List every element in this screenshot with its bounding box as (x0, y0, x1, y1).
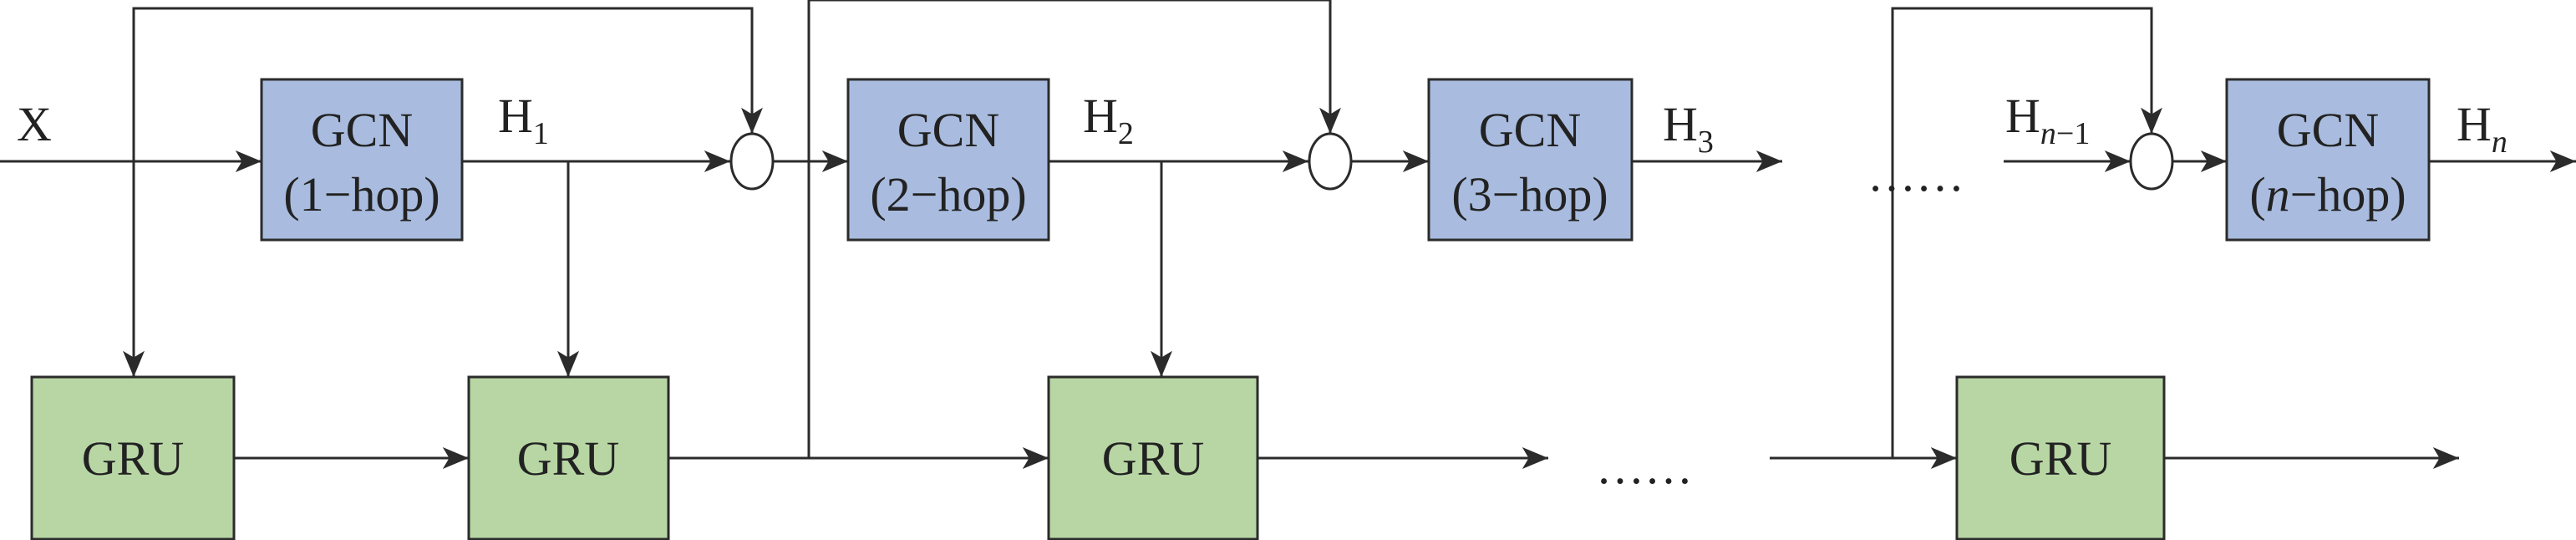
gcn-hop: (n−hop) (2249, 167, 2406, 222)
ellipsis-top: …… (1867, 147, 1964, 201)
connectors (0, 0, 2576, 469)
gcn-title: GCN (897, 103, 999, 157)
ellipsis-bottom: …… (1596, 440, 1693, 494)
edge-gru2-skip-to-circle2 (807, 0, 1341, 458)
gcn-hop: (2−hop) (870, 167, 1026, 222)
gru-title: GRU (2009, 431, 2111, 486)
gru-title: GRU (82, 431, 184, 486)
edge-x-skip-to-circle1 (132, 7, 763, 161)
gcn-block-3: GCN (3−hop) (1427, 78, 1633, 242)
gcn-block-1: GCN (1−hop) (260, 78, 464, 242)
gcn-title: GCN (1479, 103, 1581, 157)
gru-block-3: GRU (1047, 375, 1259, 540)
gcn-block-n: GCN (n−hop) (2225, 78, 2431, 242)
combine-node-1 (729, 132, 775, 191)
gcn-hop: (3−hop) (1451, 167, 1608, 222)
edge-skip-to-circlen (1891, 7, 2162, 458)
label-h2: H2 (1083, 89, 1134, 151)
gcn-block-2: GCN (2−hop) (846, 78, 1050, 242)
combine-node-n (2129, 132, 2174, 191)
label-hn: Hn (2457, 97, 2507, 160)
gcn-title: GCN (2277, 103, 2379, 157)
label-hn-minus-1: Hn−1 (2005, 89, 2090, 151)
combine-node-2 (1308, 132, 1353, 191)
gcn-title: GCN (311, 103, 413, 157)
input-label-x: X (17, 97, 52, 151)
gru-title: GRU (517, 431, 619, 486)
gru-title: GRU (1102, 431, 1204, 486)
gru-block-1: GRU (30, 375, 236, 540)
label-h1: H1 (498, 89, 549, 151)
combine-nodes (729, 132, 2174, 191)
gru-block-n: GRU (1955, 375, 2166, 540)
label-h3: H3 (1663, 97, 1714, 160)
gru-block-2: GRU (467, 375, 670, 540)
gcn-hop: (1−hop) (283, 167, 439, 222)
